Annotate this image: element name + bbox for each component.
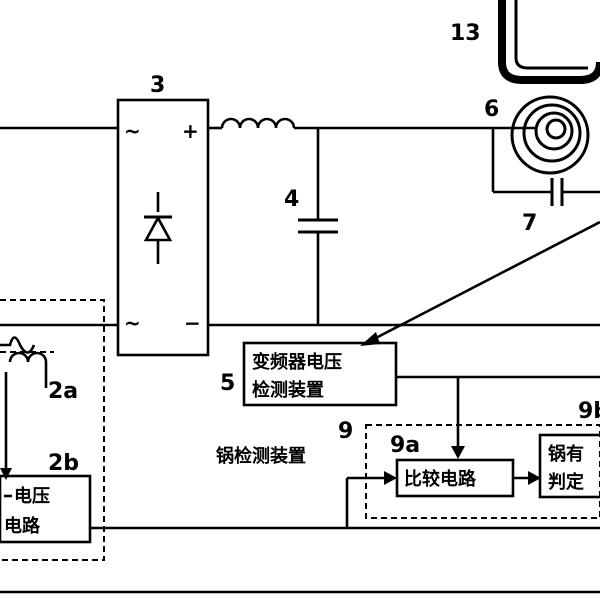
- bridge-dc-plus: +: [182, 119, 199, 143]
- inverter-voltage-title: 变频器电压: [252, 351, 342, 373]
- dc-reactor-inductor: [220, 117, 296, 129]
- judge-input-arrow: [528, 471, 541, 485]
- pot-detect-dashed-box: [365, 424, 600, 519]
- label-2b: 2b: [48, 451, 79, 476]
- pot-detect-label: 锅检测装置: [216, 445, 306, 467]
- compare-circuit-label: 比较电路: [404, 468, 477, 490]
- heating-coil-spiral: [510, 95, 590, 175]
- pot-judge-box: [538, 433, 600, 499]
- inverter-voltage-subtitle: 检测装置: [252, 379, 324, 401]
- bridge-ac-top: ~: [124, 119, 141, 143]
- rectifier-bridge-box: [116, 98, 210, 357]
- left-voltage-circuit-box: [0, 474, 92, 544]
- label-9a: 9a: [390, 433, 420, 458]
- inverter-voltage-detect-box: [242, 341, 398, 407]
- label-4: 4: [284, 187, 299, 212]
- pot-judge-line2: 判定: [548, 471, 584, 493]
- label-9: 9: [338, 419, 353, 444]
- left-dashed-box: [0, 299, 105, 561]
- label-9b-partial: 9b: [578, 399, 600, 424]
- left-voltage-line1: 电压: [14, 485, 50, 507]
- label-13: 13: [450, 21, 481, 46]
- label-2a: 2a: [48, 379, 78, 404]
- ct-output-arrow: [0, 468, 12, 480]
- label-5: 5: [220, 371, 235, 396]
- current-transformer-coil: [8, 351, 48, 363]
- label-6: 6: [484, 97, 499, 122]
- diode-symbol: [143, 192, 173, 264]
- compare-input-arrow: [451, 446, 465, 459]
- voltage-sense-line: [371, 220, 600, 342]
- bridge-dc-minus: −: [184, 311, 201, 335]
- bridge-ac-bottom: ~: [124, 311, 141, 335]
- label-7: 7: [522, 211, 537, 236]
- label-3: 3: [150, 73, 165, 98]
- pot-cookware: [498, 0, 600, 84]
- left-voltage-line2: 电路: [4, 515, 41, 537]
- pot-judge-line1: 锅有: [548, 443, 584, 465]
- compare-ref-arrow: [384, 471, 397, 485]
